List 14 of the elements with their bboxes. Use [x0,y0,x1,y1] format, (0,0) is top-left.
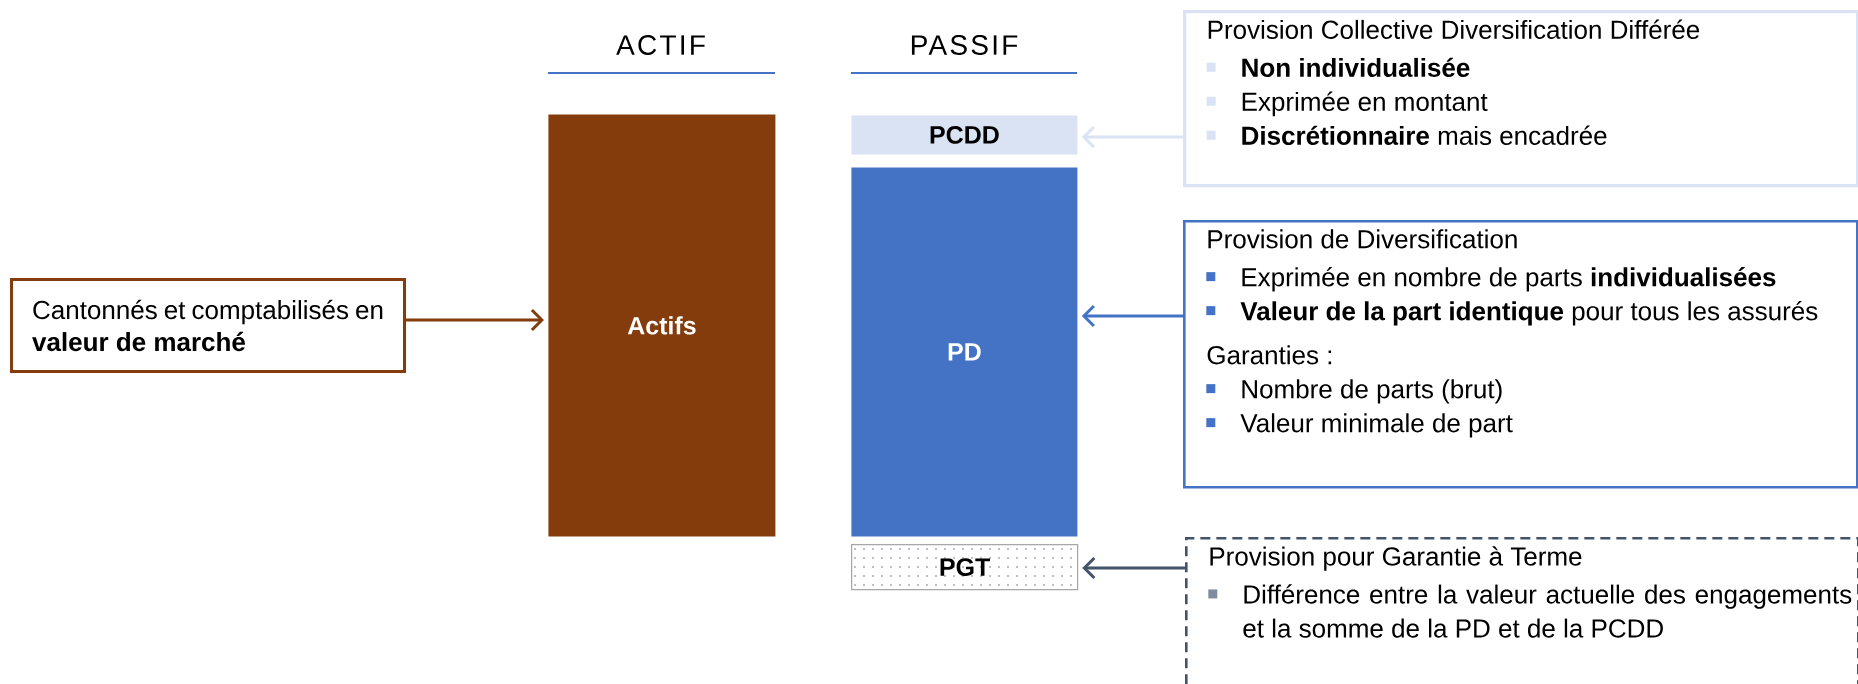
provision-block: PGT [851,544,1079,591]
asset-block: Actifs [548,114,776,537]
provision-block: PD [851,167,1078,537]
column-heading: PASSIF [911,35,1018,55]
arrow [1082,556,1185,580]
provision-block: PCDD [851,115,1078,155]
arrow [406,308,544,332]
text-box: Cantonnés et comptabilisés en valeur de marché [10,278,406,373]
column-heading: ACTIF [616,35,705,55]
arrow [1081,125,1183,149]
info-box: Provision Collective Diversification Différée Non individualisée Exprimée en montant Discrétionnaire mais encadrée [1183,10,1858,188]
info-box: Provision pour Garantie à Terme Différence entre la valeur actuelle des engagements et la somme de la PD et de la PCDD [1185,537,1858,684]
arrow [1081,304,1183,328]
info-box: Provision de Diversification Exprimée en nombre de parts individualisées Valeur de la part identique pour tous les assurés Garanties : Nombre de parts (brut) Valeur minimale de part [1183,220,1858,489]
